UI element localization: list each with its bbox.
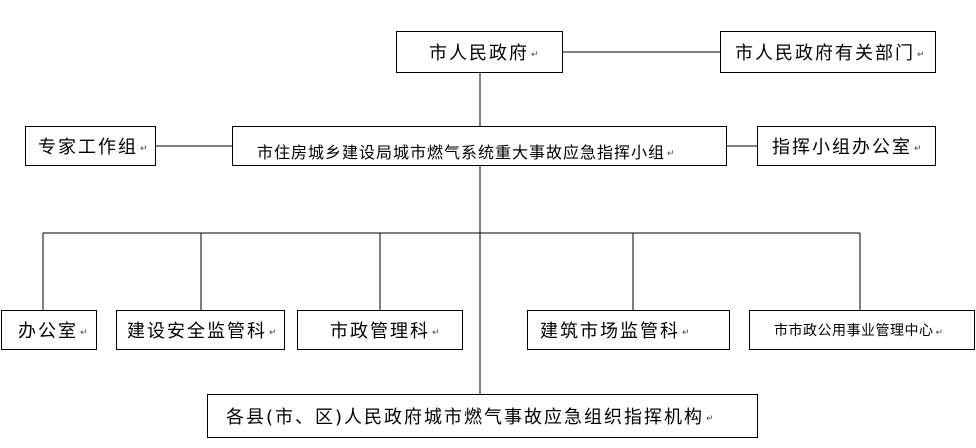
paragraph-mark: ↵ (140, 144, 150, 154)
node-label: 市人民政府 (429, 43, 529, 64)
node-emergency-command-group: 市住房城乡建设局城市燃气系统重大事故应急指挥小组↵ (232, 126, 727, 166)
node-label: 各县(市、区)人民政府城市燃气事故应急组织指挥机构 (226, 407, 705, 428)
node-command-office: 指挥小组办公室↵ (757, 126, 936, 166)
node-construction-market: 建筑市场监管科↵ (527, 310, 730, 350)
node-label: 市政管理科 (330, 321, 430, 342)
node-expert-group: 专家工作组↵ (25, 126, 156, 166)
paragraph-mark: ↵ (531, 50, 541, 60)
paragraph-mark: ↵ (80, 328, 90, 338)
node-label: 市人民政府有关部门 (735, 43, 915, 64)
node-county-command: 各县(市、区)人民政府城市燃气事故应急组织指挥机构↵ (207, 394, 758, 438)
node-public-utilities-center: 市市政公用事业管理中心↵ (749, 310, 975, 350)
paragraph-mark: ↵ (935, 328, 944, 338)
node-label: 建筑市场监管科 (540, 321, 680, 342)
node-label: 指挥小组办公室 (772, 137, 912, 158)
node-label: 建设安全监管科 (127, 321, 267, 342)
node-label: 专家工作组 (38, 137, 138, 158)
paragraph-mark: ↵ (432, 328, 442, 338)
node-label: 市市政公用事业管理中心 (774, 323, 934, 339)
paragraph-mark: ↵ (914, 144, 924, 154)
node-construction-safety: 建设安全监管科↵ (116, 310, 285, 350)
paragraph-mark: ↵ (706, 414, 716, 424)
paragraph-mark: ↵ (682, 328, 692, 338)
node-label: 市住房城乡建设局城市燃气系统重大事故应急指挥小组 (257, 143, 666, 162)
paragraph-mark: ↵ (917, 50, 927, 60)
node-label: 办公室 (18, 321, 78, 342)
node-city-government: 市人民政府↵ (396, 31, 563, 73)
node-office: 办公室↵ (1, 310, 97, 350)
node-municipal-management: 市政管理科↵ (297, 310, 463, 350)
node-government-departments: 市人民政府有关部门↵ (720, 31, 936, 73)
paragraph-mark: ↵ (269, 328, 279, 338)
paragraph-mark: ↵ (667, 149, 676, 159)
